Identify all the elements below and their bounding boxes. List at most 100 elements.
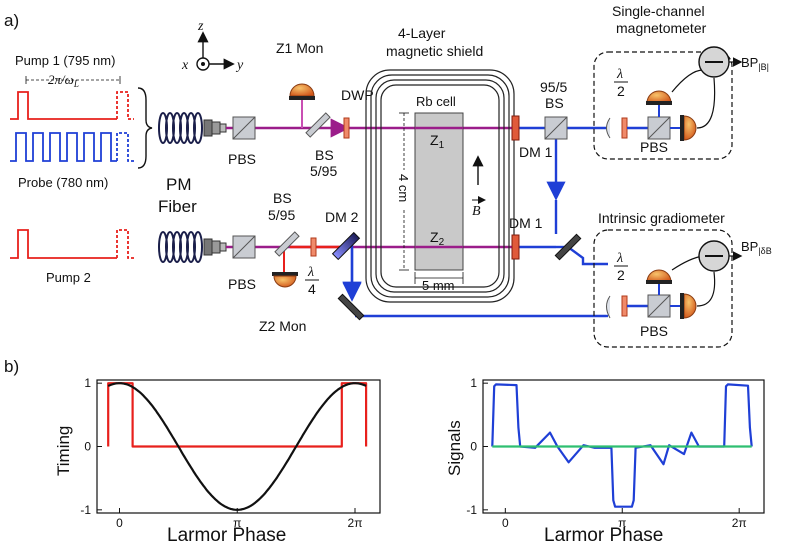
probe-beams-blue (342, 126, 608, 318)
dm1-top-label: DM 1 (519, 144, 553, 160)
pbs-mag-label: PBS (640, 139, 668, 155)
series-line-0 (491, 383, 753, 508)
axis-x-label: x (181, 58, 189, 73)
y-tick-label: 1 (84, 376, 91, 390)
svg-text:λ: λ (616, 67, 623, 82)
z1-mon-label: Z1 Mon (276, 40, 323, 56)
pbs-bottom-label: PBS (228, 276, 256, 292)
gradiometer-optics: λ 2 (606, 240, 743, 319)
x-tick-label: π (233, 516, 241, 530)
rb-cell-label: Rb cell (416, 94, 456, 109)
y-tick-label: 0 (470, 440, 477, 454)
pbs-cube-top (232, 116, 256, 140)
z1-label: Z1 (430, 132, 445, 151)
pm-fiber-coil-top (158, 112, 203, 144)
bs-95-5-cube (544, 116, 568, 140)
curly-brace (137, 87, 153, 169)
svg-text:4: 4 (308, 281, 316, 297)
fiber-label: Fiber (158, 197, 197, 216)
period-label: 2π/ω (48, 72, 74, 87)
mirror-lower-left (337, 293, 365, 321)
pump2-pulse-dashed (116, 229, 134, 259)
magnetometer-optics: λ 2 (606, 46, 743, 141)
bs9505-label-1: 95/5 (540, 79, 567, 95)
bs-plate-top (305, 112, 331, 138)
svg-text:2π/ωL: 2π/ωL (48, 72, 79, 89)
fiber-coupler-top (203, 119, 227, 137)
shield-label-2: magnetic shield (386, 43, 483, 59)
dimension-4cm: 4 cm (396, 112, 411, 271)
x-tick-label: 2π (732, 516, 747, 530)
pump1-label: Pump 1 (795 nm) (15, 53, 115, 68)
magnetometer-label-1: Single-channel (612, 3, 705, 19)
fiber-coupler-bottom (203, 238, 227, 256)
magnetometer-box (593, 51, 733, 160)
svg-text:λ: λ (616, 251, 623, 266)
pbs-cube-bottom (232, 235, 256, 259)
svg-text:λ: λ (307, 265, 314, 280)
period-sub: L (73, 79, 79, 89)
series-line-1 (107, 382, 367, 511)
probe-label: Probe (780 nm) (18, 175, 108, 190)
bs-top-label-2: 5/95 (310, 163, 337, 179)
axis-z-label: z (197, 19, 204, 34)
pump1-pulse-train (10, 91, 117, 120)
z2-label: Z2 (430, 229, 445, 248)
bs-bottom-label-1: BS (273, 190, 292, 206)
probe-pulse-train (10, 132, 117, 162)
signals-xlabel: Larmor Phase (544, 525, 663, 546)
bs-plate-bottom (274, 231, 300, 257)
panel-a: a) z x y Pump 1 (795 nm) 2π/ωL Probe (78… (4, 3, 772, 348)
pbs-top-label: PBS (228, 151, 256, 167)
pm-label: PM (166, 175, 192, 194)
pump2-label: Pump 2 (46, 270, 91, 285)
dimension-5mm: 5 mm (414, 272, 464, 293)
dm1-bottom (511, 234, 520, 260)
pump1-pulse-dashed (116, 91, 134, 120)
y-tick-label: 0 (84, 440, 91, 454)
svg-text:5 mm: 5 mm (422, 278, 455, 293)
magnetic-shield (365, 69, 515, 303)
panel-b-letter: b) (4, 357, 19, 376)
y-tick-label: -1 (466, 503, 477, 517)
bs-top-label-1: BS (315, 147, 334, 163)
dm1-top (511, 115, 520, 141)
bs9505-label-2: BS (545, 95, 564, 111)
qwp-waveplate (310, 237, 317, 257)
x-tick-label: π (618, 516, 626, 530)
gradiometer-label: Intrinsic gradiometer (598, 210, 725, 226)
shield-label-1: 4-Layer (398, 25, 446, 41)
bp-db-label: BP|δB (741, 239, 772, 256)
y-tick-label: 1 (470, 376, 477, 390)
series-line-0 (107, 382, 368, 448)
x-tick-label: 0 (502, 516, 509, 530)
dm1-bottom-label: DM 1 (509, 215, 543, 231)
svg-text:2: 2 (617, 83, 625, 99)
pm-fiber-coil-bottom (158, 231, 203, 263)
x-tick-label: 0 (116, 516, 123, 530)
rb-cell (414, 112, 464, 271)
panel-a-letter: a) (4, 11, 19, 30)
timing-ylabel: Timing (54, 426, 73, 476)
probe-pulse-dashed (116, 132, 134, 162)
panel-b: b) Timing Larmor Phase 0 π 2π 1 0 -1 Signals … (4, 357, 765, 546)
dwp-label: DWP (341, 87, 374, 103)
pbs-grad-label: PBS (640, 323, 668, 339)
svg-text:4 cm: 4 cm (396, 174, 411, 202)
qwp-label: λ 4 (305, 265, 319, 297)
magnetometer-label-2: magnetometer (616, 20, 707, 36)
axis-y-label: y (235, 58, 244, 73)
gradiometer-box (593, 229, 733, 348)
dm2-label: DM 2 (325, 209, 359, 225)
b-vector-label: B (472, 204, 481, 219)
signals-chart: Signals Larmor Phase 0 π 2π 1 0 -1 (445, 376, 765, 546)
signals-ylabel: Signals (445, 420, 464, 476)
pump2-pulse-train (10, 229, 117, 259)
dm2-mirror (331, 231, 361, 261)
x-tick-label: 2π (348, 516, 363, 530)
svg-text:2: 2 (617, 267, 625, 283)
z2-mon-detector (272, 272, 298, 288)
axes-indicator: z x y (181, 19, 244, 73)
